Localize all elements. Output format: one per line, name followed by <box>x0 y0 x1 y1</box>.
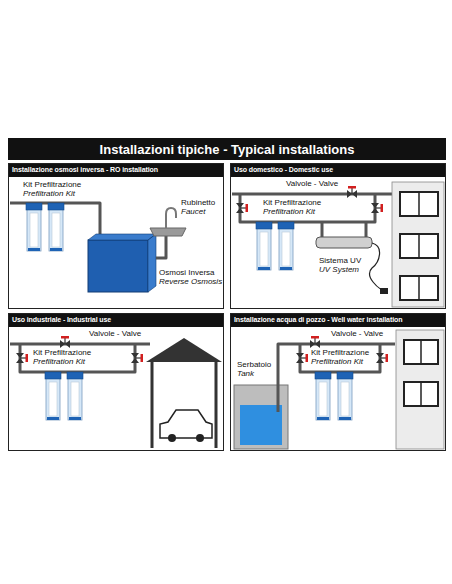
filter-housing <box>26 203 42 251</box>
part-label: Kit Prefiltrazione <box>310 348 370 357</box>
tank-wall <box>234 385 288 449</box>
pipe <box>321 222 324 237</box>
valve-symbol <box>16 353 28 363</box>
uv-system <box>316 237 372 248</box>
pipe <box>10 343 150 346</box>
building <box>396 330 444 449</box>
part-label: Kit Prefiltrazione <box>32 348 92 357</box>
part-label: Tank <box>236 369 255 378</box>
filter-housing <box>45 372 61 420</box>
part-label: Kit Prefiltrazione <box>22 180 82 189</box>
part-label: Prefiltration Kit <box>32 357 86 366</box>
part-label: Faucet <box>180 207 206 216</box>
part-label: Sistema UV <box>318 256 362 265</box>
tank-water <box>240 405 282 445</box>
valve-symbol <box>236 203 248 213</box>
filter-housing <box>315 372 331 420</box>
filter-housing <box>48 203 64 251</box>
ro-unit <box>88 240 148 292</box>
part-label: Kit Prefiltrazione <box>262 198 322 207</box>
pipe <box>156 236 166 258</box>
faucet <box>166 208 176 228</box>
part-label: Prefiltration Kit <box>262 207 316 216</box>
pipe <box>232 193 392 196</box>
title-bar: Installazioni tipiche - Typical installa… <box>8 138 446 160</box>
part-label: Osmosi Inversa <box>158 268 216 277</box>
pipe <box>240 194 375 222</box>
carport-roof <box>146 338 222 362</box>
uv-ballast <box>380 288 388 294</box>
panel-heading: Uso industriale - Industrial use <box>9 314 223 327</box>
part-label: Reverse Osmosis <box>158 277 223 286</box>
panel-heading: Installazione osmosi inversa - RO instal… <box>9 164 223 177</box>
panel-heading: Installazione acqua di pozzo - Well wate… <box>231 314 445 327</box>
part-label: Rubinetto <box>180 198 216 207</box>
sink <box>150 228 186 236</box>
ro-unit <box>88 234 156 292</box>
filter-housing <box>337 372 353 420</box>
part-label: Prefiltration Kit <box>22 189 76 198</box>
part-label: Valvole - Valve <box>330 329 384 338</box>
carport-posts <box>152 362 216 448</box>
title: Installazioni tipiche - Typical installa… <box>100 142 355 157</box>
filter-housing <box>278 222 294 270</box>
valve-symbol <box>296 353 308 363</box>
valve-symbol <box>347 186 357 198</box>
valve-symbol <box>131 353 143 363</box>
filter-housing <box>256 222 272 270</box>
part-label: Serbatoio <box>236 360 272 369</box>
pipe <box>365 222 368 237</box>
part-label: Valvole - Valve <box>88 329 142 338</box>
filter-housing <box>67 372 83 420</box>
pipe <box>278 344 395 412</box>
valve-symbol <box>376 353 388 363</box>
valve-symbol <box>371 203 383 213</box>
valve-symbol <box>310 336 320 348</box>
building <box>392 182 444 307</box>
part-label: UV System <box>318 265 360 274</box>
pipe <box>20 344 135 372</box>
pipe <box>300 344 380 372</box>
part-label: Prefiltration Kit <box>310 357 364 366</box>
car <box>160 410 212 438</box>
panel-heading: Uso domestico - Domestic use <box>231 164 445 177</box>
part-label: Valvole - Valve <box>285 179 339 188</box>
valve-symbol <box>60 336 70 348</box>
uv-cable <box>370 243 388 292</box>
